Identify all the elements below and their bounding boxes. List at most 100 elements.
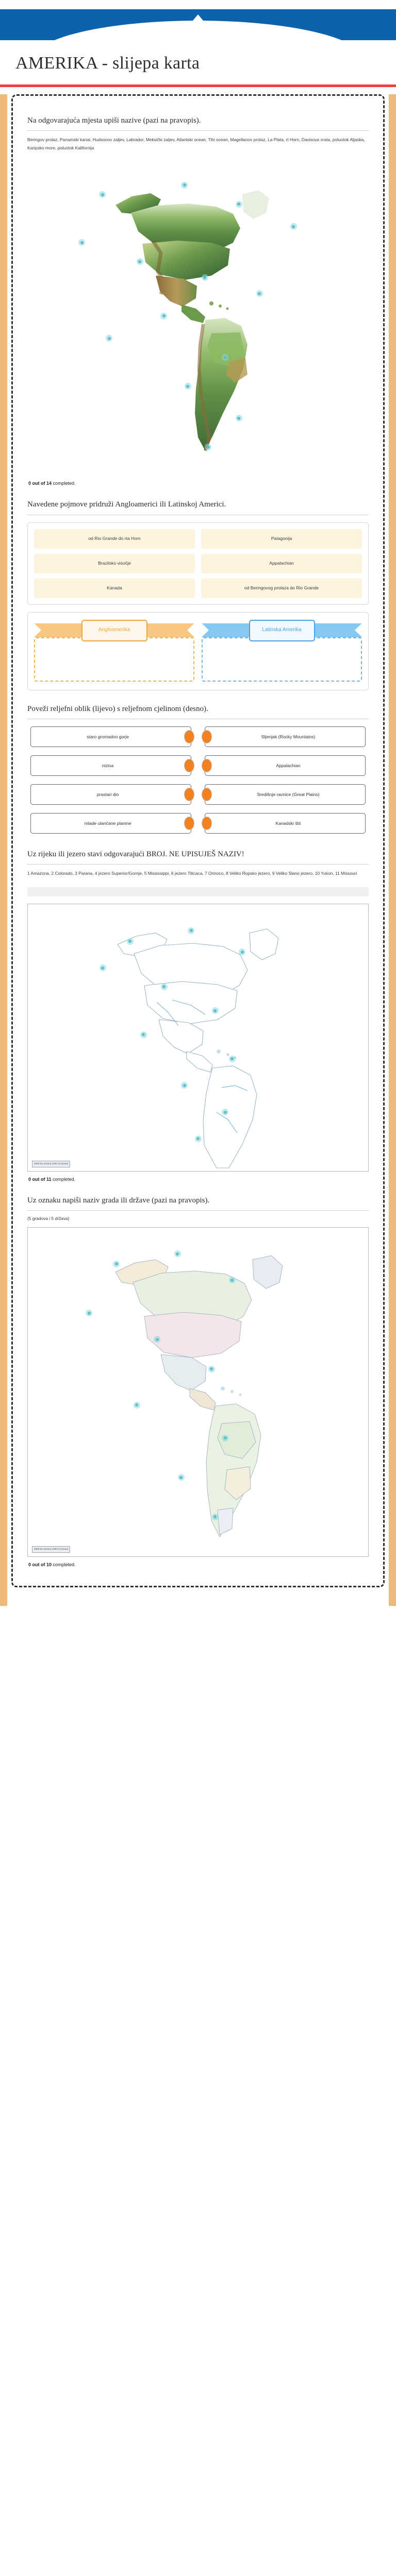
map-marker[interactable] <box>290 223 297 230</box>
exercise-1-status-count: 0 out of 14 <box>28 481 52 486</box>
map-marker[interactable] <box>222 1109 229 1116</box>
map-marker[interactable] <box>154 1336 161 1343</box>
match-left-item[interactable]: prastari dio <box>30 784 194 805</box>
match-right-item[interactable]: Središnje ravnice (Great Plains) <box>202 784 366 805</box>
exercise-1-terms: Beringov prolaz, Panamski kanal, Hudsono… <box>27 137 365 150</box>
match-right-label: Stjenjak (Rocky Mountains) <box>205 726 366 747</box>
draggable-pill[interactable]: Appalachian <box>201 553 362 573</box>
draggable-pill-grid: od Rio Grande do rta Horn Patagonija Bra… <box>34 529 362 598</box>
map-marker[interactable] <box>177 1474 185 1481</box>
map-marker[interactable] <box>136 258 143 265</box>
drop-label-latinska-amerika: Latinska Amerika <box>249 619 315 641</box>
map-marker[interactable] <box>174 1250 181 1258</box>
ribbon-angloamerika: Angloamerika <box>34 619 194 641</box>
exercise-3: Poveži reljefni oblik (lijevo) s reljefn… <box>22 696 374 841</box>
exercise-1-status: 0 out of 14 completed. <box>27 481 369 486</box>
map-marker[interactable] <box>205 444 212 451</box>
map-marker[interactable] <box>222 354 229 361</box>
match-connector-knob[interactable] <box>184 816 194 830</box>
map-marker[interactable] <box>181 181 188 189</box>
map-marker[interactable] <box>228 1277 236 1284</box>
bottom-gap <box>0 1595 396 1606</box>
match-connector-knob[interactable] <box>202 758 212 772</box>
map-marker[interactable] <box>201 274 208 281</box>
match-connector-knob[interactable] <box>202 787 212 801</box>
match-connector-knob[interactable] <box>202 816 212 830</box>
map-marker[interactable] <box>228 1055 236 1062</box>
match-pairs-grid: staro gromadno gorje Stjenjak (Rocky Mou… <box>27 725 369 836</box>
draggable-pill[interactable]: Patagonija <box>201 529 362 549</box>
page-title-wrap: AMERIKA - slijepa karta <box>0 40 396 84</box>
map-marker[interactable] <box>211 1007 219 1014</box>
map-scale-credit: 2000 km (zoom) 1000 mi (zoom) <box>32 1160 71 1167</box>
map-marker[interactable] <box>106 335 113 342</box>
match-left-label: mlade ulančane planine <box>30 812 191 834</box>
match-right-item[interactable]: Kanadski štit <box>202 812 366 834</box>
ribbon-latinska-amerika: Latinska Amerika <box>202 619 362 641</box>
divider <box>27 864 369 865</box>
map-marker[interactable] <box>208 1365 215 1372</box>
map-scale-credit: 2000 km (zoom) 1000 mi (zoom) <box>32 1546 71 1553</box>
match-right-label: Središnje ravnice (Great Plains) <box>205 784 366 805</box>
exercise-2-pill-panel: od Rio Grande do rta Horn Patagonija Bra… <box>27 522 369 605</box>
map-marker[interactable] <box>86 1310 93 1317</box>
exercise-5-status: 0 out of 10 completed. <box>27 1562 369 1567</box>
draggable-pill[interactable]: od Beringovog prolaza do Rio Grande <box>201 578 362 598</box>
exercise-4-map[interactable]: 2000 km (zoom) 1000 mi (zoom) <box>27 903 369 1172</box>
americas-outline-map <box>95 904 301 1171</box>
exercise-5-subtitle: (5 gradova i 5 država) <box>27 1215 70 1221</box>
map-marker[interactable] <box>99 964 106 972</box>
map-marker[interactable] <box>99 191 106 198</box>
match-left-item[interactable]: mlade ulančane planine <box>30 812 194 834</box>
map-marker[interactable] <box>78 239 86 246</box>
map-marker[interactable] <box>256 290 263 297</box>
match-right-item[interactable]: Stjenjak (Rocky Mountains) <box>202 726 366 747</box>
dashed-content-card: Na odgovarajuća mjesta upiši nazive (paz… <box>11 94 385 1587</box>
map-marker[interactable] <box>188 927 195 934</box>
divider <box>27 1210 369 1211</box>
drop-column-latinska-amerika: Latinska Amerika <box>202 619 362 682</box>
page-title: AMERIKA - slijepa karta <box>15 54 200 73</box>
americas-relief-map <box>95 156 301 476</box>
map-marker[interactable] <box>113 1260 120 1267</box>
exercise-5: Uz oznaku napiši naziv grada ili države … <box>22 1187 374 1572</box>
draggable-pill[interactable]: Kanada <box>34 578 195 598</box>
map-marker[interactable] <box>235 200 242 208</box>
map-marker[interactable] <box>184 383 191 390</box>
match-right-item[interactable]: Appalachian <box>202 755 366 776</box>
map-marker[interactable] <box>239 948 246 956</box>
map-marker[interactable] <box>140 1031 147 1038</box>
exercise-5-title: Uz oznaku napiši naziv grada ili države … <box>27 1196 210 1205</box>
match-connector-knob[interactable] <box>184 758 194 772</box>
map-marker[interactable] <box>235 415 242 422</box>
match-connector-knob[interactable] <box>202 730 212 743</box>
exercise-1-status-tail: completed. <box>52 481 76 486</box>
exercise-5-map[interactable]: 2000 km (zoom) 1000 mi (zoom) <box>27 1227 369 1557</box>
divider <box>27 130 369 131</box>
map-marker[interactable] <box>126 938 134 945</box>
match-left-label: prastari dio <box>30 784 191 805</box>
map-marker[interactable] <box>194 1135 202 1142</box>
map-marker[interactable] <box>160 312 168 319</box>
exercise-4: Uz rijeku ili jezero stavi odgovarajući … <box>22 841 374 1187</box>
dropzone-latinska-amerika[interactable] <box>202 637 362 682</box>
map-marker[interactable] <box>133 1401 140 1409</box>
match-left-item[interactable]: nizina <box>30 755 194 776</box>
exercise-1-title: Na odgovarajuća mjesta upiši nazive (paz… <box>27 116 201 125</box>
map-marker[interactable] <box>222 1434 229 1442</box>
draggable-pill[interactable]: Brazilsko visočje <box>34 553 195 573</box>
map-marker[interactable] <box>160 983 168 990</box>
exercise-3-title: Poveži reljefni oblik (lijevo) s reljefn… <box>27 704 208 713</box>
draggable-pill[interactable]: od Rio Grande do rta Horn <box>34 529 195 549</box>
header-banner <box>0 9 396 40</box>
map-marker[interactable] <box>181 1082 188 1089</box>
map-marker[interactable] <box>211 1513 219 1520</box>
dropzone-angloamerika[interactable] <box>34 637 194 682</box>
exercise-4-spacer <box>27 887 369 896</box>
match-left-item[interactable]: staro gromadno gorje <box>30 726 194 747</box>
match-connector-knob[interactable] <box>184 730 194 743</box>
match-connector-knob[interactable] <box>184 787 194 801</box>
exercise-1-map[interactable] <box>27 156 369 476</box>
drop-label-angloamerika: Angloamerika <box>81 619 147 641</box>
americas-political-map <box>95 1227 301 1556</box>
